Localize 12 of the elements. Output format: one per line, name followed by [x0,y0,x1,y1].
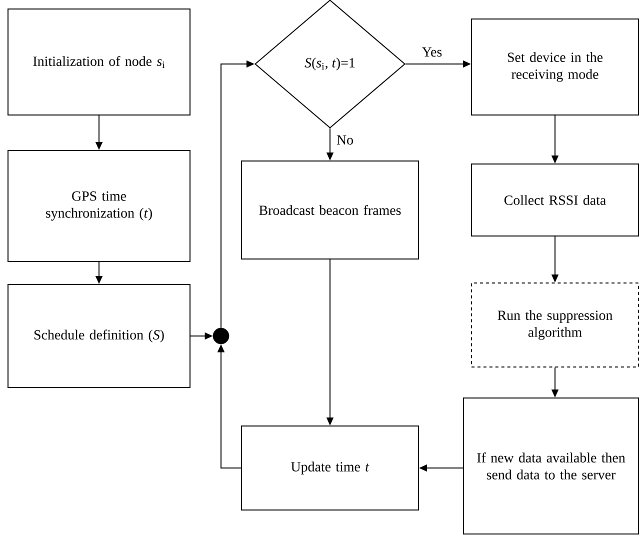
edge-label: Yes [420,46,444,58]
process-box: Initialization of node s$_{i}$ [8,8,190,116]
process-box: Run the suppression algorithm [471,282,639,368]
process-box: Broadcast beacon frames [241,160,419,260]
process-box: GPS time synchronization (t) [8,150,190,262]
process-box: Update time t [241,426,419,510]
process-box: Collect RSSI data [471,164,639,236]
process-box: Schedule definition (S) [8,284,190,388]
junction-dot [212,328,230,344]
edge-label: No [335,134,355,146]
process-box: If new data available then send data to the server [463,398,639,534]
process-box: Set device in the receiving mode [471,18,639,116]
